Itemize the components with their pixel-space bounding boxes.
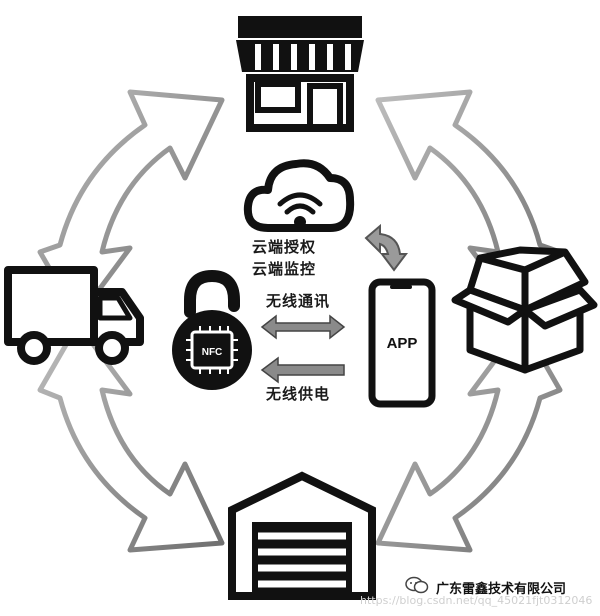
cycle-arrow-bottom-left: [37, 321, 225, 553]
wireless-comm-label: 无线通讯: [266, 292, 331, 310]
watermark: https://blog.csdn.net/qq_45021fjt0312046: [360, 594, 593, 607]
cycle-arrow-top-right: [375, 89, 563, 321]
cloud-labels: 云端授权 云端监控: [252, 236, 316, 280]
company-name: 广东雷鑫技术有限公司: [436, 582, 567, 597]
store-icon: [236, 16, 364, 132]
left-arrow-icon: [260, 356, 345, 384]
app-label: APP: [387, 335, 418, 352]
cycle-arrow-top-left: [37, 89, 225, 321]
truck-icon: [4, 266, 144, 365]
refresh-arrow-icon: [364, 223, 408, 272]
wireless-power-label: 无线供电: [266, 385, 331, 403]
cloud-wifi-icon: [243, 159, 355, 232]
cycle-arrow-bottom-right: [375, 321, 563, 553]
cloud-monitor-label: 云端监控: [252, 260, 317, 278]
bidirectional-arrow-icon: [260, 314, 346, 340]
wechat-icon: [405, 576, 429, 594]
box-icon: [451, 246, 598, 374]
nfc-chip-label: NFC: [202, 347, 223, 358]
nfc-padlock-icon: NFC: [172, 269, 252, 390]
warehouse-icon: [228, 471, 376, 600]
cloud-auth-label: 云端授权: [252, 238, 317, 256]
smartphone-icon: APP: [368, 278, 436, 408]
